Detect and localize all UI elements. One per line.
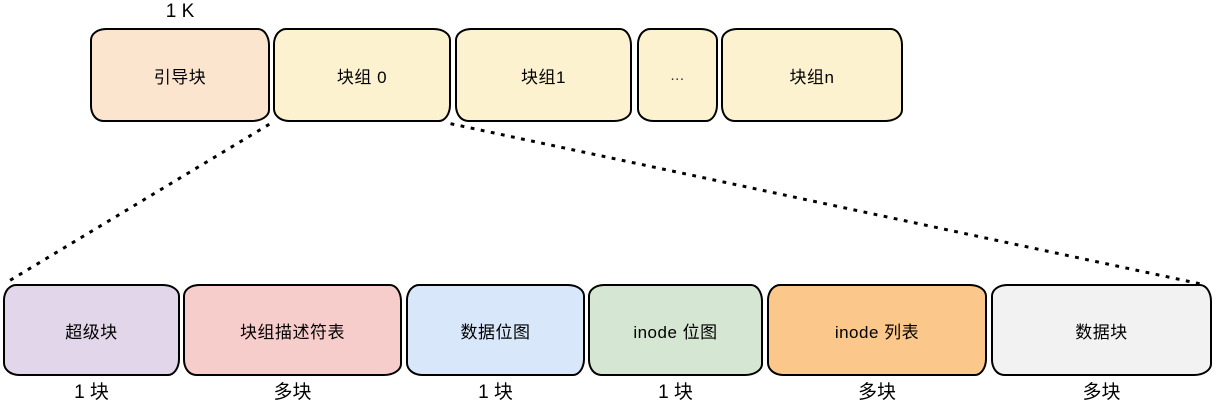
inode-list-count-label: 多块 bbox=[857, 382, 896, 403]
block-group-descriptor-table: 块组描述符表 bbox=[183, 284, 402, 376]
block-group-descriptor-table-label: 块组描述符表 bbox=[240, 322, 345, 342]
block-boot-label: 引导块 bbox=[153, 67, 207, 87]
block-superblock-label: 超级块 bbox=[65, 322, 118, 342]
superblock-count-label: 1 块 bbox=[74, 382, 109, 403]
block-inode-bitmap-label: inode 位图 bbox=[633, 322, 718, 342]
block-inode-list: inode 列表 bbox=[767, 284, 987, 376]
block-group-1-label: 块组1 bbox=[521, 67, 566, 87]
block-inode-bitmap: inode 位图 bbox=[588, 284, 763, 376]
block-group-ellipsis-label: ... bbox=[670, 66, 685, 84]
block-group-0: 块组 0 bbox=[273, 28, 451, 122]
boot-block-size-label: 1 K bbox=[165, 1, 195, 22]
group-descriptor-table-count-label: 多块 bbox=[273, 382, 312, 403]
connector-left-dotted-line bbox=[6, 122, 271, 284]
block-data-blocks-label: 数据块 bbox=[1075, 322, 1128, 342]
block-data-blocks: 数据块 bbox=[991, 284, 1212, 376]
block-data-bitmap: 数据位图 bbox=[406, 284, 585, 376]
block-superblock: 超级块 bbox=[3, 284, 180, 376]
block-boot: 引导块 bbox=[90, 28, 270, 122]
block-group-n-label: 块组n bbox=[789, 67, 835, 87]
block-data-bitmap-label: 数据位图 bbox=[460, 322, 531, 342]
block-group-1: 块组1 bbox=[455, 28, 632, 122]
block-group-ellipsis: ... bbox=[637, 28, 718, 122]
block-inode-list-label: inode 列表 bbox=[834, 322, 920, 342]
data-bitmap-count-label: 1 块 bbox=[478, 382, 513, 403]
block-group-0-label: 块组 0 bbox=[336, 67, 388, 87]
inode-bitmap-count-label: 1 块 bbox=[658, 382, 693, 403]
connector-right-dotted-line bbox=[450, 122, 1203, 286]
block-group-n: 块组n bbox=[721, 28, 903, 122]
data-blocks-count-label: 多块 bbox=[1082, 382, 1121, 403]
